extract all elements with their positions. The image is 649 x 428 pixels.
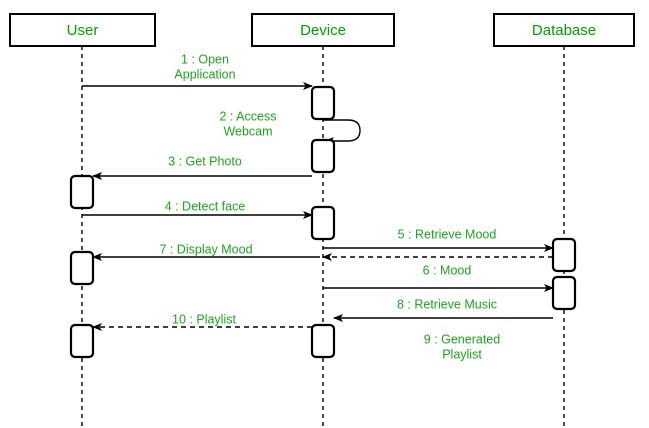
message-label-line: 1 : Open xyxy=(181,52,229,66)
message-label-line: 5 : Retrieve Mood xyxy=(398,227,497,241)
participant-box-device[interactable] xyxy=(251,13,395,47)
activation-bar-user[interactable] xyxy=(69,174,95,210)
message-label-line: 6 : Mood xyxy=(423,263,472,277)
message-label-8: 8 : Retrieve Music xyxy=(397,297,497,311)
message-label-line: 4 : Detect face xyxy=(165,199,246,213)
activation-bar-database[interactable] xyxy=(551,237,577,273)
activation-bar-user[interactable] xyxy=(69,323,95,359)
activation-bar-database[interactable] xyxy=(551,275,577,311)
messages-layer xyxy=(82,82,554,331)
participant-box-user[interactable] xyxy=(9,13,156,47)
message-label-line: 7 : Display Mood xyxy=(159,242,252,256)
message-label-line: 2 : Access xyxy=(220,109,277,123)
activation-bar-device[interactable] xyxy=(310,323,336,359)
activation-bar-device[interactable] xyxy=(310,85,336,121)
message-label-5: 5 : Retrieve Mood xyxy=(398,227,497,241)
participant-box-database[interactable] xyxy=(493,13,635,47)
message-label-line: 9 : Generated xyxy=(424,332,500,346)
participant-label-device: Device xyxy=(300,22,346,39)
participant-label-database: Database xyxy=(532,22,596,39)
participants-layer: User Device Database xyxy=(9,13,635,47)
message-label-line: 3 : Get Photo xyxy=(168,154,242,168)
message-label-line: Playlist xyxy=(442,347,482,361)
message-label-line: Webcam xyxy=(223,124,272,138)
message-arrow-2[interactable] xyxy=(323,119,361,145)
message-label-line: 8 : Retrieve Music xyxy=(397,297,497,311)
activation-bar-user[interactable] xyxy=(69,250,95,286)
message-label-3: 3 : Get Photo xyxy=(168,154,242,168)
message-label-6: 6 : Mood xyxy=(423,263,472,277)
activation-bar-device[interactable] xyxy=(310,138,336,174)
activation-bar-device[interactable] xyxy=(310,205,336,241)
message-label-7: 7 : Display Mood xyxy=(159,242,252,256)
message-label-10: 10 : Playlist xyxy=(172,312,236,326)
participant-label-user: User xyxy=(67,22,99,39)
activations-layer xyxy=(69,85,577,359)
message-label-4: 4 : Detect face xyxy=(165,199,246,213)
message-label-line: Application xyxy=(174,67,235,81)
message-label-line: 10 : Playlist xyxy=(172,312,236,326)
